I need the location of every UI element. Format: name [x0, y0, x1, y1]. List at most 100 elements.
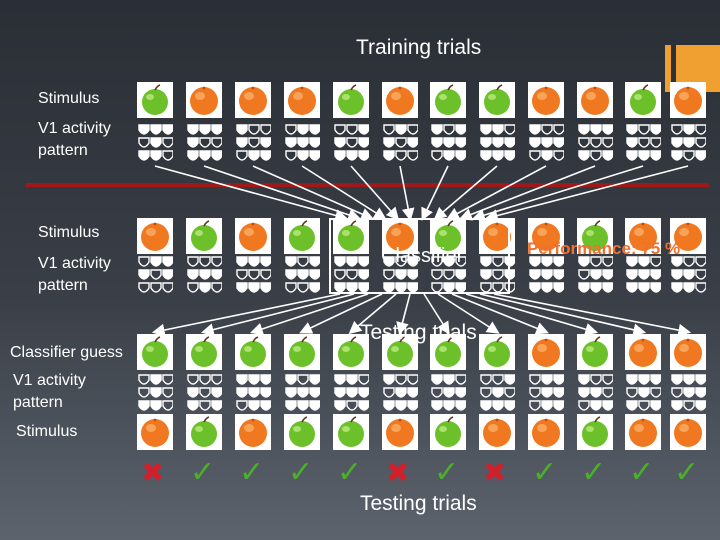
classifier-guess-row	[0, 332, 720, 372]
classifier-box	[329, 218, 510, 294]
bottom-stimulus-orange-1	[137, 414, 173, 450]
check-icon-7: ✓	[434, 456, 460, 489]
training-v1-pattern-8	[479, 123, 516, 163]
training-stimulus-orange-3	[235, 82, 271, 118]
bottom-v1-pattern-10	[577, 373, 614, 413]
classifier-arrow-11	[479, 293, 647, 337]
training-arrow-1	[154, 165, 349, 222]
bottom-v1-pattern-11	[625, 373, 662, 413]
testing-v1-pattern-5	[333, 255, 370, 295]
training-v1-pattern-7	[430, 123, 467, 163]
training-arrow-3	[252, 165, 374, 220]
classifier-arrow-3	[249, 293, 369, 336]
bottom-v1-pattern-1	[137, 373, 174, 413]
training-stimulus-orange-4	[284, 82, 320, 118]
training-arrow-12	[484, 165, 689, 222]
classifier-guess-green-apple-1	[137, 334, 173, 370]
training-stimulus-orange-12	[670, 82, 706, 118]
training-v1-pattern-5	[333, 123, 370, 163]
training-stimulus-orange-6	[382, 82, 418, 118]
v1-label-training-2: pattern	[38, 142, 88, 159]
training-v1-pattern-4	[284, 123, 321, 163]
training-v1-pattern-10	[577, 123, 614, 163]
training-arrow-6	[399, 165, 415, 222]
check-icon-3: ✓	[239, 456, 265, 489]
classifier-arrow-6	[396, 293, 411, 336]
bottom-v1-pattern-8	[479, 373, 516, 413]
testing-v1-pattern-6	[382, 255, 419, 295]
check-icon-5: ✓	[337, 456, 363, 489]
testing-v1-pattern-12	[670, 255, 707, 295]
testing-stimulus-green-apple-2	[186, 218, 222, 254]
testing-stimulus-orange-6	[382, 218, 418, 254]
bottom-v1-pattern-3	[235, 373, 272, 413]
classifier-arrow-10	[465, 293, 599, 336]
v1-label-bottom-1: V1 activity	[13, 372, 86, 389]
check-icon-9: ✓	[532, 456, 558, 489]
check-icon-11: ✓	[629, 456, 655, 489]
training-stimulus-green-apple-11	[625, 82, 661, 118]
testing-v1-pattern-2	[186, 255, 223, 295]
training-stimulus-orange-2	[186, 82, 222, 118]
classifier-arrow-5	[348, 293, 397, 335]
training-arrow-11	[471, 165, 644, 222]
v1-label-training-1: V1 activity	[38, 120, 111, 137]
training-v1-pattern-12	[670, 123, 707, 163]
classifier-arrow-1	[151, 293, 341, 337]
classifier-guess-green-apple-2	[186, 334, 222, 370]
v1-label-bottom-2: pattern	[13, 394, 63, 411]
bottom-stimulus-green-apple-7	[430, 414, 466, 450]
testing-v1-pattern-10	[577, 255, 614, 295]
testing-trials-title-top: Testing trials	[360, 321, 477, 344]
testing-v1-pattern-3	[235, 255, 272, 295]
training-v1-row	[0, 123, 720, 163]
training-arrow-8	[433, 165, 498, 221]
training-trials-title: Training trials	[356, 36, 482, 59]
check-icon-12: ✓	[674, 456, 700, 489]
testing-stimulus-green-apple-4	[284, 218, 320, 254]
cross-icon-6: ✖	[386, 457, 410, 488]
training-arrow-2	[203, 165, 362, 221]
training-arrow-10	[459, 165, 596, 221]
testing-stimulus-orange-3	[235, 218, 271, 254]
bottom-stimulus-row	[0, 412, 720, 452]
testing-stimulus-orange-11	[625, 218, 661, 254]
cross-icon-1: ✖	[141, 457, 165, 488]
training-stimulus-green-apple-7	[430, 82, 466, 118]
testing-v1-row	[0, 255, 720, 295]
check-icon-4: ✓	[288, 456, 314, 489]
testing-stimulus-orange-9	[528, 218, 564, 254]
performance-label: Performance: 75 %	[527, 239, 681, 258]
testing-v1-pattern-7	[430, 255, 467, 295]
classifier-guess-green-apple-10	[577, 334, 613, 370]
testing-v1-pattern-1	[137, 255, 174, 295]
stimulus-label-training: Stimulus	[38, 90, 100, 107]
classifier-guess-orange-12	[670, 334, 706, 370]
testing-stimulus-green-apple-10	[577, 218, 613, 254]
training-stimulus-green-apple-5	[333, 82, 369, 118]
testing-v1-pattern-4	[284, 255, 321, 295]
bottom-v1-pattern-9	[528, 373, 565, 413]
bottom-stimulus-orange-11	[625, 414, 661, 450]
bottom-v1-pattern-7	[430, 373, 467, 413]
training-v1-pattern-9	[528, 123, 565, 163]
training-arrow-4	[301, 165, 387, 220]
classifier-guess-orange-11	[625, 334, 661, 370]
bottom-v1-pattern-4	[284, 373, 321, 413]
classifier-label: Classifier	[381, 245, 464, 267]
classifier-guess-label: Classifier guess	[10, 344, 123, 361]
classifier-arrow-7	[423, 293, 450, 335]
bottom-v1-pattern-5	[333, 373, 370, 413]
training-stimulus-orange-9	[528, 82, 564, 118]
bottom-stimulus-orange-12	[670, 414, 706, 450]
training-arrow-5	[350, 165, 400, 221]
testing-stimulus-orange-12	[670, 218, 706, 254]
bottom-stimulus-green-apple-2	[186, 414, 222, 450]
bottom-stimulus-orange-8	[479, 414, 515, 450]
bottom-v1-pattern-12	[670, 373, 707, 413]
training-arrow-7	[421, 165, 449, 221]
testing-stimulus-green-apple-7	[430, 218, 466, 254]
v1-label-testing-1: V1 activity	[38, 255, 111, 272]
classifier-guess-green-apple-5	[333, 334, 369, 370]
